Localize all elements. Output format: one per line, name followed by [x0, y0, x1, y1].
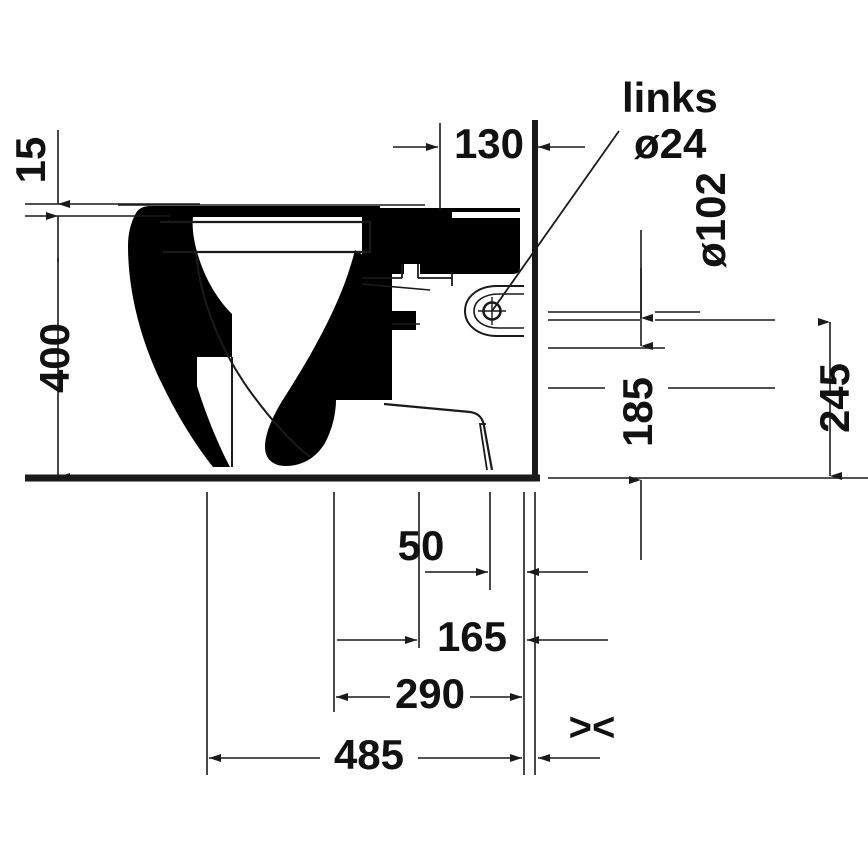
cistern-block — [362, 208, 520, 274]
seat-rim-left — [151, 206, 380, 217]
label-outlet-diameter: ø24 — [634, 120, 707, 167]
base-skirt-inner — [478, 423, 488, 471]
dim-label-485: 485 — [334, 731, 404, 778]
label-gap-symbol: >< — [569, 706, 616, 750]
dim-label-400: 400 — [31, 323, 78, 393]
dim-label-50: 50 — [398, 522, 445, 569]
right-dimension-group: ø102 185 245 — [548, 172, 868, 560]
bowl-inner-contour — [195, 251, 311, 458]
fixing-bracket-inner — [473, 293, 524, 329]
fixing-bracket-outline — [463, 285, 524, 337]
wall-floor-group — [25, 120, 540, 482]
base-skirt-outline — [383, 402, 494, 471]
bowl-silhouette — [128, 206, 302, 467]
dim-label-bore-diameter: ø102 — [687, 172, 734, 268]
dim-label-130: 130 — [454, 120, 524, 167]
outlet-callout-group: links ø24 — [491, 74, 718, 312]
dim-label-185: 185 — [614, 377, 661, 447]
dim-label-15: 15 — [7, 137, 54, 184]
trap-silhouette — [265, 250, 416, 466]
label-links: links — [622, 74, 718, 121]
seat-inner-band — [160, 220, 372, 254]
left-dimension-group: 15 400 — [7, 130, 200, 481]
trap-marker-dot — [328, 451, 332, 455]
dim-label-290: 290 — [395, 670, 465, 717]
bottom-dimension-group: 50 165 290 485 >< — [206, 492, 616, 778]
leader-line-outlet — [491, 130, 620, 312]
dim-label-165: 165 — [437, 613, 507, 660]
dim-label-245: 245 — [811, 363, 858, 433]
shroud-shelf-line-6 — [361, 283, 431, 291]
top-dimension-group: 130 — [393, 120, 585, 210]
toilet-body-group — [118, 204, 524, 471]
